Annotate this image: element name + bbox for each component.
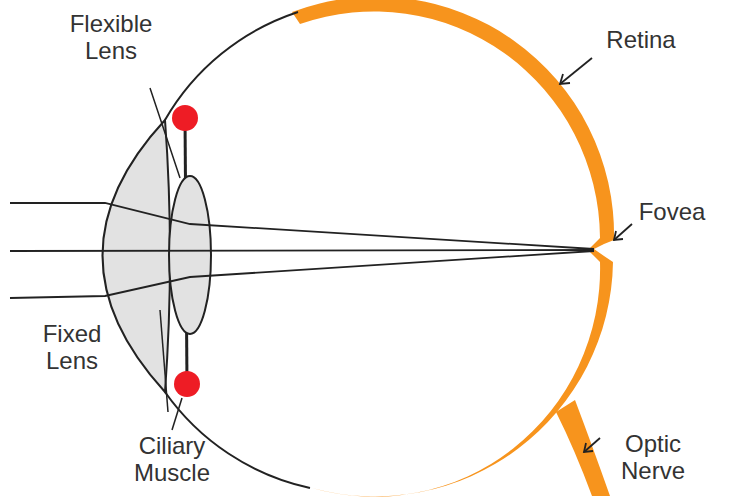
ciliary-muscle-dot xyxy=(174,371,200,397)
part-label: Fixed Lens xyxy=(22,320,122,374)
leader-line xyxy=(150,88,180,178)
light-ray xyxy=(10,251,594,298)
leader-line xyxy=(172,398,182,430)
ciliary-muscle-dot xyxy=(172,105,198,131)
part-label: Optic Nerve xyxy=(598,430,708,484)
eye-outline xyxy=(165,12,298,120)
part-label: Ciliary Muscle xyxy=(112,432,232,486)
light-ray xyxy=(10,203,594,249)
retina-shape xyxy=(292,0,614,497)
part-label: Flexible Lens xyxy=(52,10,170,64)
part-label: Retina xyxy=(596,26,686,53)
optic-nerve-shape xyxy=(556,400,610,496)
flexible-lens-shape xyxy=(169,176,211,334)
part-label: Fovea xyxy=(632,198,712,225)
fixed-lens-shape xyxy=(103,120,171,392)
light-ray xyxy=(10,250,594,251)
pointer-arrow xyxy=(560,58,632,452)
leader-line xyxy=(160,310,168,412)
